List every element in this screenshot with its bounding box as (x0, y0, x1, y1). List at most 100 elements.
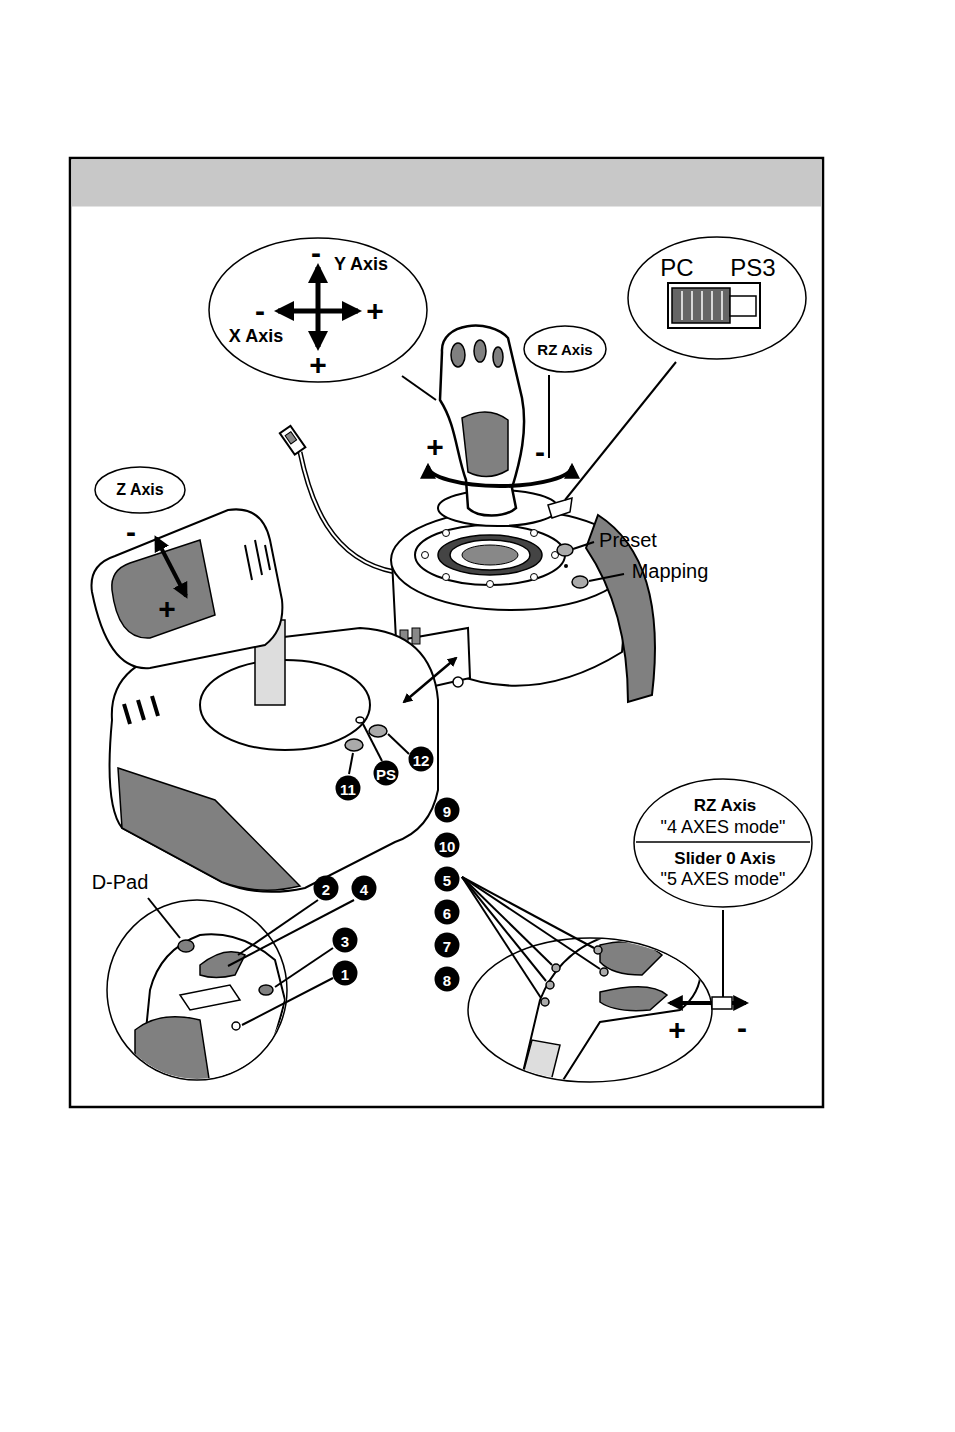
rect-shape (280, 426, 306, 455)
ellipse-shape (451, 343, 465, 367)
line-shape (242, 978, 333, 1025)
callout-number: 8 (443, 972, 451, 987)
callout-number: 11 (340, 781, 356, 796)
rect-shape (712, 997, 732, 1009)
line-shape (238, 900, 318, 955)
line-shape (156, 538, 186, 596)
callout-oval (524, 326, 606, 372)
path-shape (300, 452, 395, 572)
callout-number: 3 (341, 933, 349, 948)
circle-shape (564, 564, 568, 568)
line-shape (402, 376, 436, 400)
callout-number: 12 (408, 746, 434, 772)
axis-callout: RZ Axis (523, 325, 607, 373)
circle-shape (531, 574, 538, 581)
callout-circle (333, 928, 358, 953)
callout-number: 7 (443, 938, 451, 953)
line-shape (462, 877, 546, 981)
callout-text: + (309, 350, 327, 380)
switch-grip-line (701, 291, 703, 320)
part-name: Preset (599, 530, 657, 550)
ellipse-shape (345, 739, 363, 751)
ellipse-shape (462, 545, 518, 565)
switch-slot (730, 296, 756, 316)
path-shape (91, 509, 282, 668)
switch-housing (668, 283, 760, 328)
callout-circle (435, 867, 460, 892)
callout-number: 2 (322, 881, 330, 896)
throttle-inset (462, 877, 746, 1085)
switch-slider (672, 288, 730, 323)
axis-sign: - (126, 517, 136, 547)
callout-text: - (311, 238, 321, 268)
callout-oval (209, 238, 427, 382)
frame (70, 158, 823, 1107)
callout-oval (634, 779, 812, 907)
line-shape (363, 724, 382, 761)
callout-number: 9 (443, 803, 451, 818)
circle-shape (487, 581, 494, 588)
axis-callout: -Y Axis-+X Axis+ (208, 237, 428, 383)
ellipse-shape (415, 525, 565, 585)
callout-circle (435, 900, 460, 925)
path-shape (600, 942, 662, 975)
callout-circle (435, 933, 460, 958)
callout-text: Z Axis (116, 482, 163, 498)
callout-circle (435, 833, 460, 858)
circle-shape (443, 530, 450, 537)
callout-text: + (366, 296, 384, 326)
part-name: Mapping (632, 561, 709, 581)
circle-shape (232, 1022, 240, 1030)
line-shape (275, 948, 333, 987)
callout-text: "5 AXES mode" (661, 870, 786, 888)
g-shape (148, 898, 354, 1025)
path-shape (245, 540, 270, 580)
callout-circle (374, 761, 399, 786)
leader-lines (349, 362, 723, 998)
callout-circle (409, 747, 434, 772)
circle-shape (600, 968, 608, 976)
callout-circle (435, 798, 460, 823)
path-shape (300, 452, 395, 572)
node-outline (627, 236, 807, 360)
line-shape (148, 898, 180, 938)
line-shape (462, 877, 541, 998)
path-shape (200, 952, 245, 978)
callout-text: RZ Axis (694, 797, 757, 814)
line-shape (388, 734, 409, 754)
g-shape (462, 877, 600, 998)
g-shape (520, 933, 701, 1085)
header-band (72, 160, 822, 207)
circle-shape (594, 946, 602, 954)
switch-grip-line (681, 291, 683, 320)
callout-number: 1 (341, 966, 349, 981)
line-shape (670, 1001, 746, 1005)
switch-grip-line (711, 291, 713, 320)
callout-number: 11 (335, 775, 361, 801)
callout-number: 10 (439, 838, 456, 853)
path-shape (180, 985, 240, 1010)
callout-circle (314, 876, 339, 901)
ellipse-shape (493, 347, 503, 367)
callout-number: 6 (443, 905, 451, 920)
usb-cable (280, 426, 395, 572)
circle-shape (546, 981, 554, 989)
throttle (91, 509, 456, 891)
axis-sign: + (158, 594, 176, 624)
callout-text: X Axis (229, 327, 283, 345)
axis-sign: + (668, 1015, 686, 1045)
callout-number: 12 (413, 752, 430, 767)
callout-number: PS (373, 760, 399, 786)
line-shape (462, 877, 594, 948)
callout-text: Slider 0 Axis (674, 850, 775, 867)
callout-circle (336, 776, 361, 801)
rect-shape (412, 628, 420, 644)
switch-grip-line (691, 291, 693, 320)
callout-oval (628, 237, 806, 359)
callout-number: 6 (434, 899, 460, 925)
path-shape (462, 412, 508, 477)
y-axis-arrow (316, 267, 321, 347)
line-shape (462, 877, 600, 969)
callout-text: PC (660, 256, 693, 280)
